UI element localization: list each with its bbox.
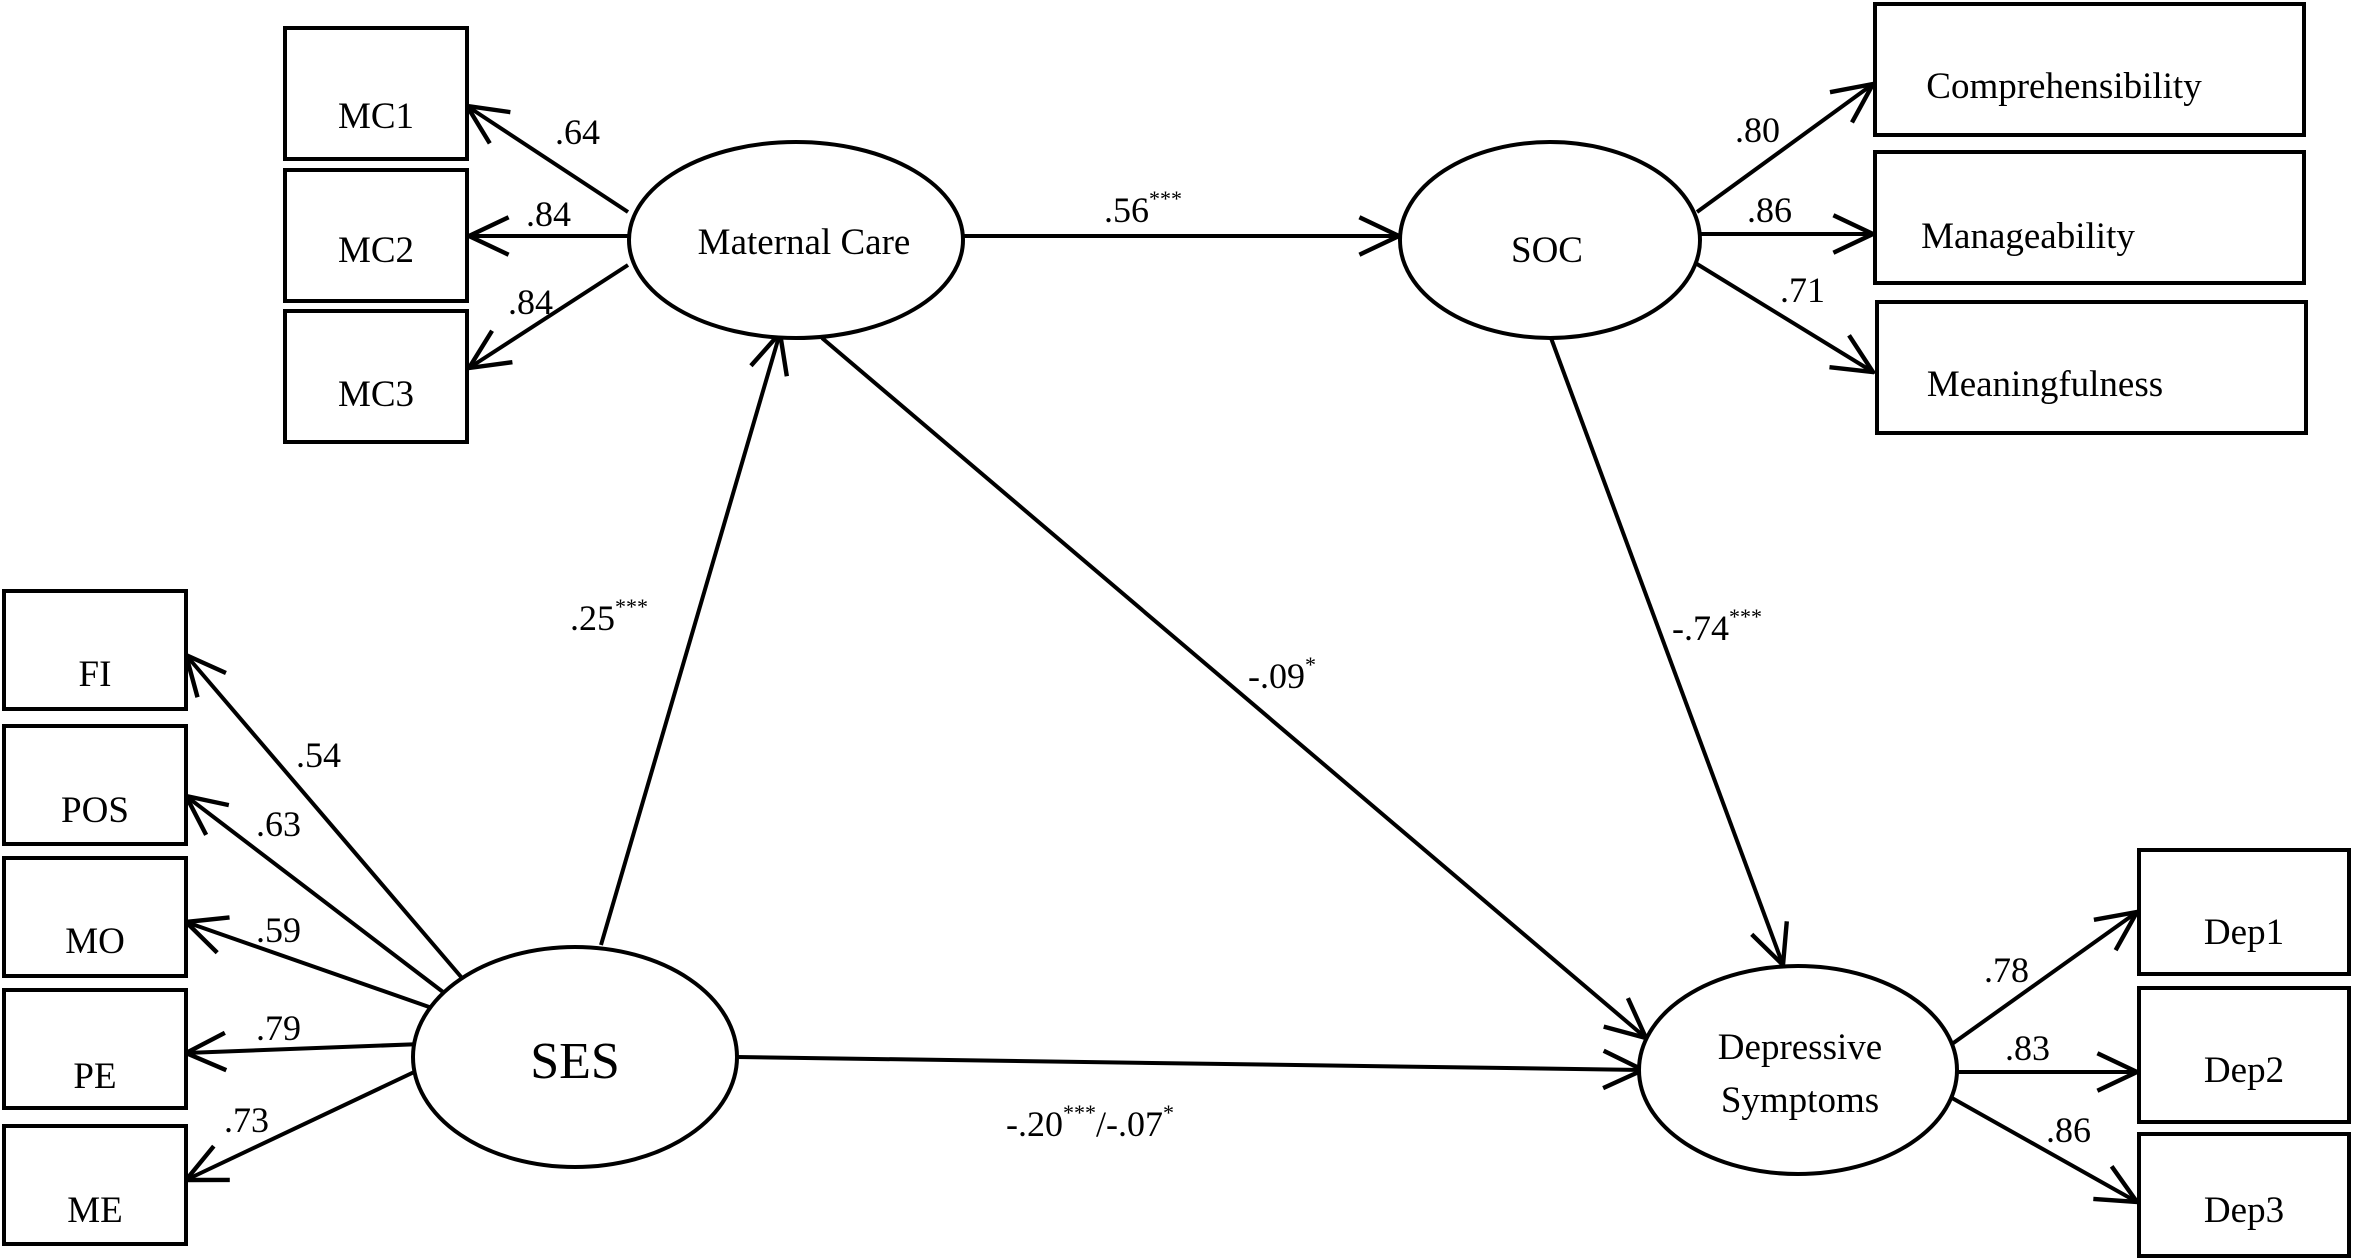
- latent-depressive-symptoms: Depressive Symptoms: [1637, 964, 1959, 1176]
- indicator-label: MO: [65, 921, 125, 962]
- indicator-label: MC1: [338, 96, 414, 137]
- path-soc-comp: [1695, 84, 1873, 214]
- indicator-mc1: MC1: [283, 26, 469, 161]
- loading-dep2: .83: [2005, 1028, 2050, 1068]
- coef-ses-mc: .25***: [570, 594, 648, 638]
- indicator-mc3: MC3: [283, 309, 469, 444]
- loading-dep1: .78: [1984, 950, 2029, 990]
- loading-pos: .63: [256, 804, 301, 844]
- indicator-label: POS: [61, 790, 129, 831]
- indicator-label: Dep2: [2204, 1050, 2284, 1091]
- latent-label-line1: Depressive: [1718, 1027, 1882, 1068]
- loading-meaningfulness: .71: [1780, 270, 1825, 310]
- loading-comprehensibility: .80: [1735, 110, 1780, 150]
- latent-ses: SES: [411, 945, 739, 1169]
- indicator-label: Meaningfulness: [1927, 364, 2163, 405]
- coef-soc-dep: -.74***: [1672, 604, 1762, 648]
- latent-label: SES: [530, 1033, 620, 1090]
- loading-pe: .79: [256, 1008, 301, 1048]
- indicator-label: MC3: [338, 374, 414, 415]
- path-ses-dep: [736, 1057, 1643, 1070]
- indicator-me: ME: [2, 1124, 188, 1246]
- path-mc-dep: [820, 336, 1646, 1038]
- path-ses-mo: [186, 922, 433, 1010]
- coef-mc-dep: -.09*: [1248, 652, 1316, 696]
- indicator-comprehensibility: Comprehensibility: [1873, 2, 2306, 137]
- loading-manageability: .86: [1747, 190, 1792, 230]
- path-soc-meaning: [1695, 262, 1873, 372]
- coef-ses-dep: -.20***/-.07*: [1006, 1100, 1174, 1144]
- indicator-label: Dep1: [2204, 912, 2284, 953]
- indicator-label: Manageability: [1921, 216, 2135, 257]
- path-soc-dep: [1549, 337, 1783, 965]
- indicator-pe: PE: [2, 988, 188, 1110]
- indicator-label: PE: [73, 1056, 116, 1097]
- path-mc-mc3: [469, 263, 630, 368]
- indicator-fi: FI: [2, 589, 188, 711]
- loading-mc3: .84: [508, 282, 553, 322]
- loading-mo: .59: [256, 910, 301, 950]
- latent-maternal-care: Maternal Care: [627, 140, 965, 340]
- loading-mc1: .64: [555, 112, 600, 152]
- latent-label: Maternal Care: [698, 222, 911, 263]
- indicator-meaningfulness: Meaningfulness: [1875, 300, 2308, 435]
- indicator-dep1: Dep1: [2137, 848, 2351, 976]
- indicator-mc2: MC2: [283, 168, 469, 303]
- indicator-pos: POS: [2, 724, 188, 846]
- path-ses-fi: [186, 655, 464, 980]
- path-dep-dep1: [1950, 912, 2137, 1046]
- loading-me: .73: [224, 1100, 269, 1140]
- indicator-dep3: Dep3: [2137, 1132, 2351, 1258]
- path-dep-dep3: [1951, 1096, 2137, 1202]
- path-mc-mc1: [467, 106, 630, 214]
- indicator-label: ME: [67, 1190, 123, 1231]
- path-ses-pos: [186, 796, 445, 994]
- latent-label-line2: Symptoms: [1721, 1080, 1879, 1121]
- indicator-label: MC2: [338, 230, 414, 271]
- path-ses-me: [186, 1063, 430, 1180]
- indicator-mo: MO: [2, 856, 188, 978]
- loading-mc2: .84: [526, 194, 571, 234]
- latent-soc: SOC: [1398, 140, 1702, 340]
- indicator-label: Comprehensibility: [1926, 66, 2202, 107]
- loading-fi: .54: [296, 735, 341, 775]
- indicator-label: FI: [79, 654, 112, 695]
- indicator-dep2: Dep2: [2137, 986, 2351, 1124]
- loading-dep3: .86: [2046, 1110, 2091, 1150]
- latent-label: SOC: [1511, 230, 1583, 271]
- indicator-label: Dep3: [2204, 1190, 2284, 1231]
- coef-mc-soc: .56***: [1104, 186, 1182, 230]
- path-ses-mc: [599, 333, 780, 946]
- indicator-manageability: Manageability: [1873, 150, 2306, 285]
- path-ses-pe: [186, 1044, 423, 1053]
